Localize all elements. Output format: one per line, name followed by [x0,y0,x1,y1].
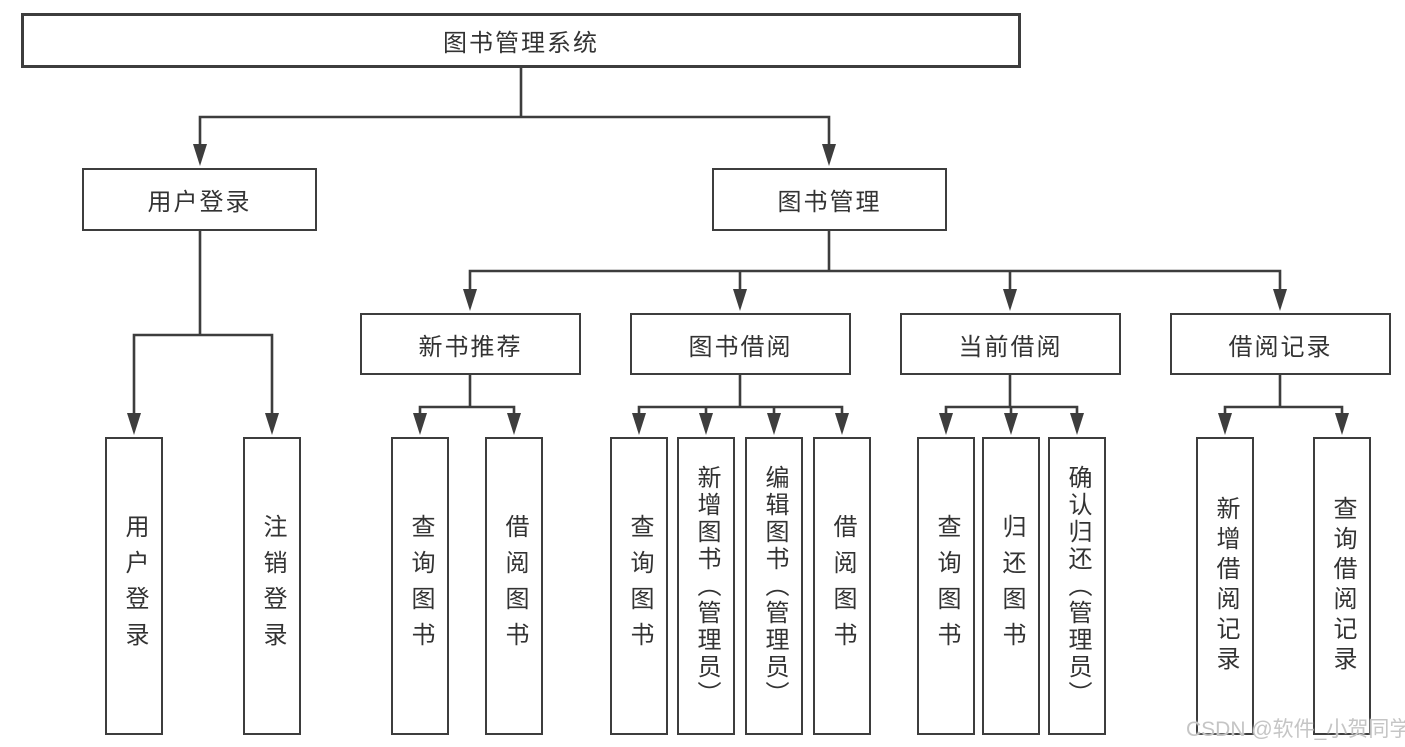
edges-book-management [463,231,1287,311]
leaf-record-add: 新增借阅记录 [1196,437,1254,735]
leaf-borrow-add-book-admin-label: 新增图书（管理员） [693,464,720,708]
edges-book-borrow [632,375,849,435]
edges-borrow-record [1218,375,1349,435]
leaf-current-return-book: 归还图书 [982,437,1040,735]
leaf-borrow-search-book-label: 查询图书 [626,514,653,658]
edges-system [193,68,836,166]
edges-current-borrow [939,375,1084,435]
edges-new-book-recommend [413,375,521,435]
leaf-current-confirm-return-admin: 确认归还（管理员） [1048,437,1106,735]
leaf-logout: 注销登录 [243,437,301,735]
leaf-record-search-label: 查询借阅记录 [1329,496,1356,676]
leaf-borrow-borrow-book: 借阅图书 [813,437,871,735]
node-library-management-system: 图书管理系统 [21,13,1021,68]
leaf-user-login-label: 用户登录 [121,514,148,658]
leaf-recommend-search-book: 查询图书 [391,437,449,735]
leaf-current-search-book-label: 查询图书 [933,514,960,658]
leaf-borrow-search-book: 查询图书 [610,437,668,735]
leaf-recommend-borrow-book-label: 借阅图书 [501,514,528,658]
node-current-borrow: 当前借阅 [900,313,1121,375]
leaf-borrow-edit-book-admin: 编辑图书（管理员） [745,437,803,735]
leaf-user-login: 用户登录 [105,437,163,735]
edges-user-login [127,231,279,435]
leaf-borrow-add-book-admin: 新增图书（管理员） [677,437,735,735]
leaf-logout-label: 注销登录 [259,514,286,658]
csdn-watermark: CSDN @软件_小贺同学 [1186,718,1405,741]
leaf-record-add-label: 新增借阅记录 [1212,496,1239,676]
node-book-management: 图书管理 [712,168,947,231]
leaf-recommend-search-book-label: 查询图书 [407,514,434,658]
leaf-borrow-edit-book-admin-label: 编辑图书（管理员） [761,464,788,708]
node-book-borrow: 图书借阅 [630,313,851,375]
node-new-book-recommend: 新书推荐 [360,313,581,375]
leaf-current-return-book-label: 归还图书 [998,514,1025,658]
leaf-recommend-borrow-book: 借阅图书 [485,437,543,735]
leaf-record-search: 查询借阅记录 [1313,437,1371,735]
node-borrow-record: 借阅记录 [1170,313,1391,375]
leaf-current-confirm-return-admin-label: 确认归还（管理员） [1064,464,1091,708]
node-user-login: 用户登录 [82,168,317,231]
leaf-current-search-book: 查询图书 [917,437,975,735]
leaf-borrow-borrow-book-label: 借阅图书 [829,514,856,658]
